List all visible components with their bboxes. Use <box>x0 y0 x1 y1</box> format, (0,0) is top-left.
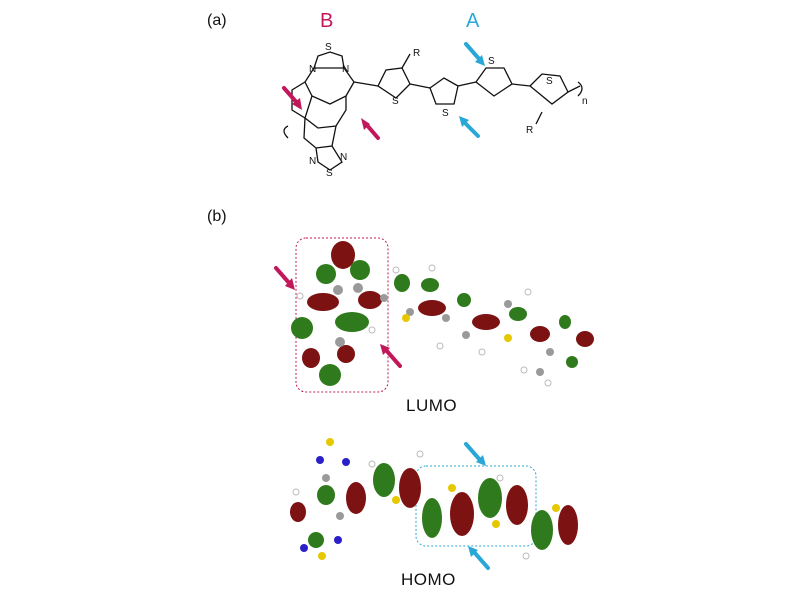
donor-arrows-a <box>459 42 485 138</box>
structure-bonds <box>283 51 583 171</box>
homo-lobes <box>290 463 578 550</box>
homo-arrows <box>464 442 490 570</box>
homo-highlight-box <box>415 465 537 547</box>
panel-b-label: (b) <box>207 208 227 225</box>
atom-s-thiophene-3: S <box>488 56 495 67</box>
atom-s-thiophene-2: S <box>442 108 449 119</box>
lumo-lobes <box>291 241 594 386</box>
homo-label: HOMO <box>401 570 456 589</box>
lumo-highlight-box <box>295 237 389 393</box>
atom-n-bottom-right: N <box>340 152 347 163</box>
atom-s-top: S <box>325 42 332 53</box>
atom-s-thiophene-4: S <box>546 76 553 87</box>
substituent-r-bottom: R <box>526 125 533 136</box>
panel-a-label: (a) <box>207 12 227 29</box>
homo-atoms <box>292 438 560 560</box>
lumo-label: LUMO <box>406 396 458 415</box>
lumo-atoms <box>296 264 554 387</box>
atom-n-top-left: N <box>309 64 316 75</box>
substituent-r-top: R <box>413 48 420 59</box>
atom-n-top-right: N <box>342 64 349 75</box>
atom-s-bottom: S <box>326 168 333 179</box>
acceptor-unit-label: B <box>320 10 334 32</box>
donor-unit-label: A <box>466 10 480 32</box>
acceptor-arrows-a <box>282 86 380 140</box>
repeat-n: n <box>582 96 588 107</box>
atom-s-thiophene-1: S <box>392 96 399 107</box>
atom-n-bottom-left: N <box>309 156 316 167</box>
lumo-arrows <box>274 266 402 368</box>
